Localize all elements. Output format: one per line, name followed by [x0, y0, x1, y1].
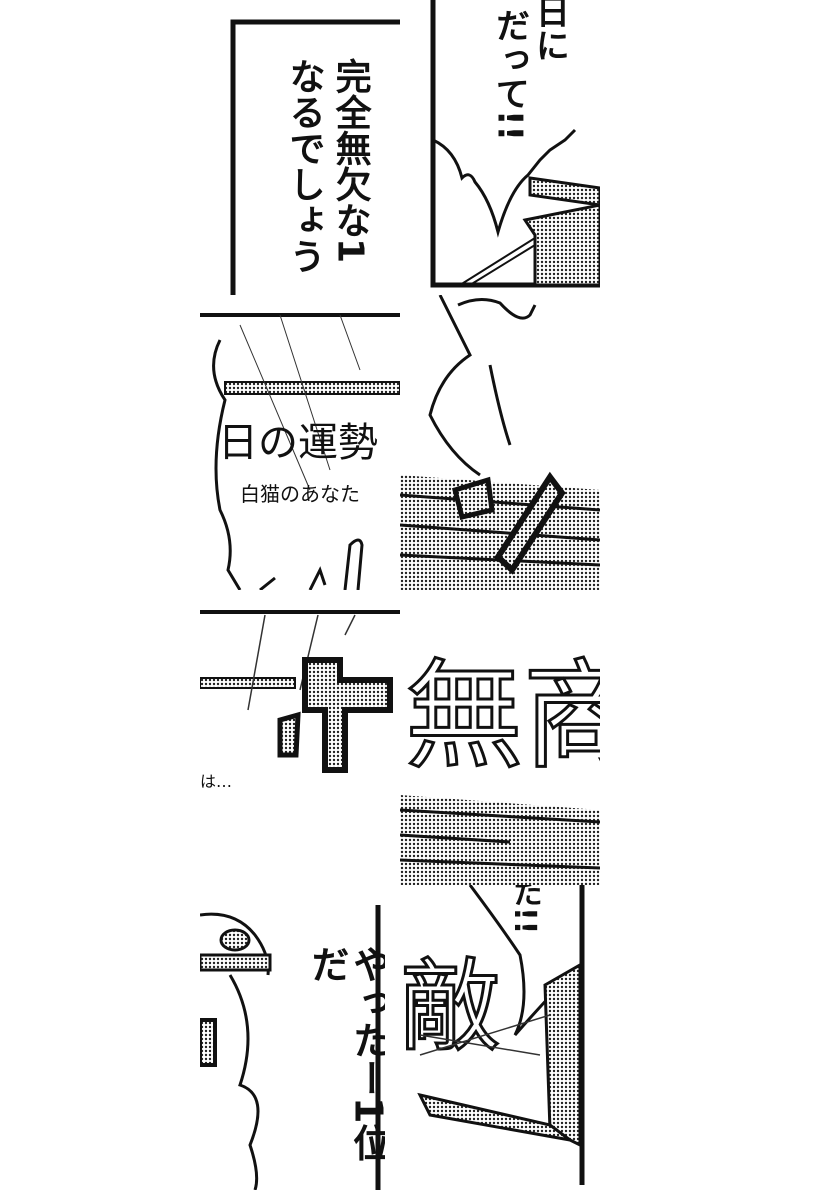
- panel-frame: [230, 19, 400, 295]
- speech-cheer: やったー1位だ: [304, 945, 385, 1162]
- narration-line-2: なるでしょう: [283, 58, 325, 274]
- caption-text: は…: [200, 772, 233, 791]
- panel-cat: [400, 295, 600, 590]
- panel-sfx-right: 無商: [400, 610, 600, 885]
- panel-art: [200, 905, 381, 1190]
- panel-art: [200, 610, 400, 773]
- panel-sfx-left: は…: [200, 610, 400, 880]
- narration-line-1: 完全無欠な1: [329, 58, 371, 264]
- panel-art: [200, 313, 400, 590]
- table-art: [400, 795, 600, 885]
- speech-line-2: だって!!: [489, 8, 530, 142]
- sfx-text: 無商: [403, 646, 600, 787]
- panel-cheer: やったー1位だ: [200, 905, 385, 1190]
- speech-line-1: 日に: [529, 0, 570, 62]
- speech-exclaim: た!!: [507, 885, 542, 935]
- panel-exclaim: 日に だって!!: [400, 0, 600, 292]
- fortune-title: 日の運勢: [218, 420, 378, 466]
- panel-art: [430, 0, 600, 288]
- fortune-subtitle: 白猫のあなた: [240, 482, 360, 506]
- cat-illustration: [400, 295, 600, 590]
- panel-table: 敵 た!!: [400, 885, 590, 1185]
- panel-art: [417, 885, 585, 1185]
- panel-narration-box: 完全無欠な1 なるでしょう: [200, 0, 400, 295]
- panel-fortune-screen: 日の運勢 白猫のあなた: [200, 310, 400, 590]
